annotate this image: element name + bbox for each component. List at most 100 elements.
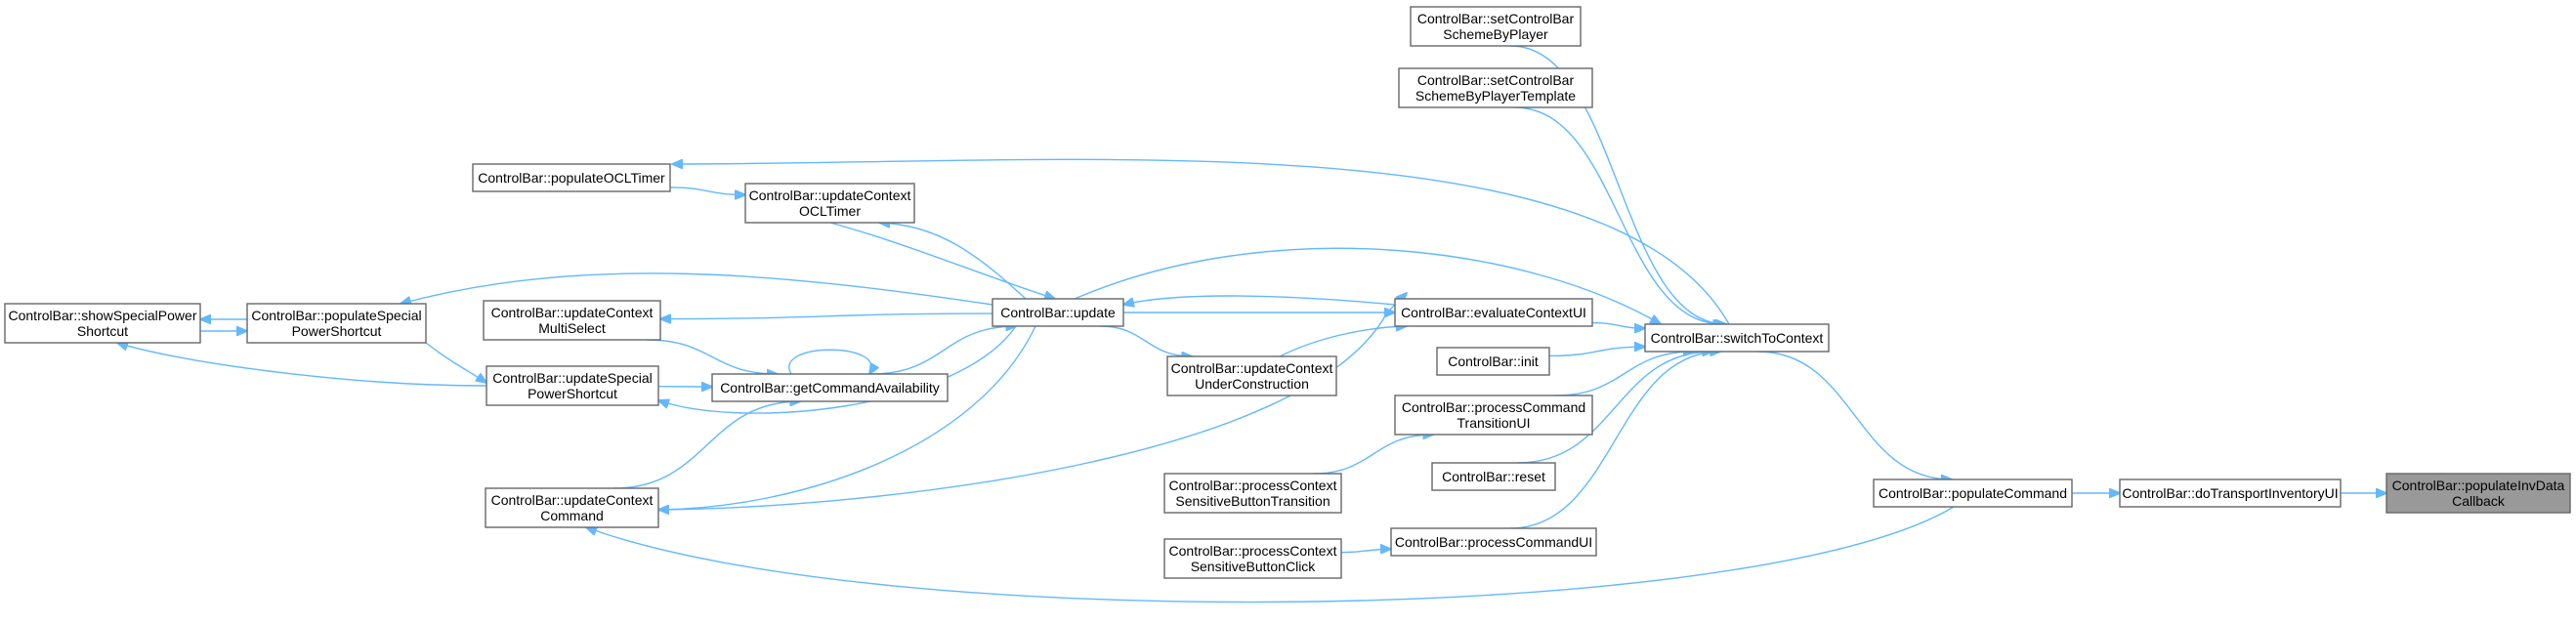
node-label: TransitionUI: [1457, 415, 1531, 431]
node-label: ControlBar::doTransportInventoryUI: [2122, 485, 2338, 501]
node-box: [1436, 347, 1550, 376]
node-label: ControlBar::updateContext: [491, 492, 654, 508]
node-box: [1644, 323, 1830, 353]
node-update-context-under-construction[interactable]: ControlBar::updateContextUnderConstructi…: [1166, 355, 1337, 396]
node-init[interactable]: ControlBar::init: [1436, 347, 1550, 376]
node-label: SensitiveButtonTransition: [1175, 493, 1330, 509]
call-edge: [669, 187, 745, 195]
node-do-transport-inventory-u-i[interactable]: ControlBar::doTransportInventoryUI: [2119, 478, 2342, 508]
node-label: Callback: [2452, 493, 2506, 509]
node-box: [1394, 395, 1593, 436]
node-label: SchemeByPlayer: [1443, 26, 1548, 42]
call-edge: [1099, 325, 1193, 356]
edge-line: [1757, 351, 1952, 479]
node-box: [485, 487, 659, 528]
call-edge: [1279, 326, 1407, 357]
call-edge: [657, 293, 1407, 511]
call-edge: [660, 312, 993, 318]
call-edge: [1514, 106, 1723, 324]
call-edge: [1123, 295, 1396, 305]
node-process-command-u-i[interactable]: ControlBar::processCommandUI: [1390, 527, 1597, 557]
edge-line: [117, 343, 487, 387]
edge-line: [672, 158, 1730, 325]
node-label: ControlBar::evaluateContextUI: [1401, 305, 1586, 320]
node-label: ControlBar::updateContext: [749, 187, 911, 203]
node-label: ControlBar::populateInvData: [2392, 478, 2565, 493]
node-evaluate-context-u-i[interactable]: ControlBar::evaluateContextUI: [1394, 298, 1593, 327]
edge-line: [658, 325, 1036, 510]
node-update[interactable]: ControlBar::update: [992, 298, 1124, 327]
node-label: UnderConstruction: [1195, 376, 1309, 392]
edge-line: [1517, 352, 1713, 464]
node-label: ControlBar::getCommandAvailability: [720, 380, 940, 395]
call-edge: [1510, 45, 1726, 324]
node-box: [1163, 538, 1342, 579]
call-edge: [425, 342, 486, 383]
node-box: [1873, 478, 2073, 508]
edge-line: [870, 326, 1017, 375]
node-box: [246, 303, 427, 344]
node-box: [1394, 298, 1593, 327]
node-process-context-sensitive-button-click[interactable]: ControlBar::processContextSensitiveButto…: [1163, 538, 1342, 579]
edge-line: [1509, 352, 1721, 529]
node-label: Command: [540, 508, 604, 523]
call-edge: [1555, 352, 1694, 396]
edge-line: [586, 506, 1955, 603]
node-label: ControlBar::setControlBar: [1417, 11, 1575, 26]
node-populate-o-c-l-timer[interactable]: ControlBar::populateOCLTimer: [472, 163, 671, 192]
edge-line: [1548, 347, 1645, 357]
edge-line: [788, 349, 872, 374]
node-label: ControlBar::switchToContext: [1651, 330, 1824, 346]
node-label: ControlBar::populateSpecial: [251, 308, 421, 323]
node-box: [1166, 355, 1337, 396]
edge-line: [1514, 106, 1723, 324]
node-label: OCLTimer: [799, 203, 861, 219]
call-edge: [1757, 351, 1952, 479]
node-label: ControlBar::populateCommand: [1879, 485, 2067, 501]
node-box: [1410, 6, 1582, 47]
node-box: [1163, 473, 1342, 514]
call-edge: [647, 339, 778, 374]
call-edge: [829, 222, 1055, 299]
edge-line: [1099, 325, 1193, 356]
edge-line: [879, 223, 1027, 300]
edges-layer: [117, 45, 2386, 603]
node-box: [472, 163, 671, 192]
node-label: PowerShortcut: [292, 323, 382, 339]
node-label: ControlBar::processCommandUI: [1395, 534, 1592, 550]
call-edge: [870, 326, 1017, 375]
call-edge: [1074, 247, 1661, 324]
node-get-command-availability[interactable]: ControlBar::getCommandAvailability: [711, 373, 949, 402]
node-label: ControlBar::processContext: [1169, 478, 1337, 493]
call-edge: [401, 272, 993, 305]
edge-line: [1123, 295, 1396, 305]
node-set-control-bar-scheme-by-player-template[interactable]: ControlBar::setControlBarSchemeByPlayerT…: [1398, 67, 1593, 108]
call-edge: [658, 325, 1017, 414]
node-box: [711, 373, 949, 402]
node-populate-command[interactable]: ControlBar::populateCommand: [1873, 478, 2073, 508]
node-box: [483, 300, 661, 341]
node-box: [4, 303, 201, 344]
node-label: ControlBar::update: [1000, 305, 1116, 320]
node-box: [1390, 527, 1597, 557]
node-reset[interactable]: ControlBar::reset: [1431, 462, 1556, 491]
node-label: Shortcut: [77, 323, 128, 339]
call-edge: [879, 223, 1027, 300]
node-process-context-sensitive-button-transition[interactable]: ControlBar::processContextSensitiveButto…: [1163, 473, 1342, 514]
node-box: [486, 365, 659, 406]
call-edge: [1313, 435, 1433, 475]
node-switch-to-context[interactable]: ControlBar::switchToContext: [1644, 323, 1830, 353]
node-label: ControlBar::populateOCLTimer: [478, 170, 665, 186]
edge-line: [1313, 435, 1433, 475]
call-edge: [658, 325, 1036, 510]
